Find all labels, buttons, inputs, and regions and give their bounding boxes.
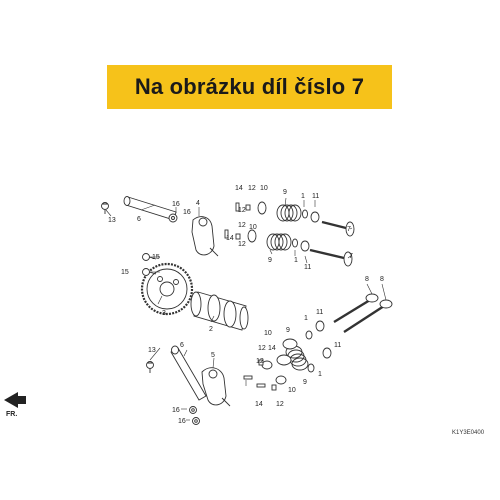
callout-12-lower-a: 12 bbox=[258, 345, 266, 352]
leader-lines bbox=[105, 197, 387, 421]
seal-11-upper bbox=[300, 211, 320, 252]
valve-8-a bbox=[333, 293, 379, 324]
callout-16-upper-b: 16 bbox=[183, 209, 191, 216]
callout-7-b: 7 bbox=[349, 253, 353, 260]
callout-1-lower-a: 1 bbox=[304, 315, 308, 322]
callout-7-a: 7 bbox=[347, 226, 351, 233]
callout-9-lower-b: 9 bbox=[303, 379, 307, 386]
callout-4: 4 bbox=[196, 200, 200, 207]
part-number-banner: Na obrázku díl číslo 7 bbox=[107, 65, 392, 109]
front-arrow-icon bbox=[4, 392, 26, 408]
diagram-code: K1Y3E0400 bbox=[452, 430, 485, 436]
bolt-15-b bbox=[142, 268, 157, 276]
retainer-10-lower bbox=[261, 360, 287, 385]
nut-16-lower-a bbox=[189, 406, 197, 414]
rocker-arm-4 bbox=[191, 216, 219, 257]
callout-11-upper-b: 11 bbox=[304, 264, 311, 271]
callout-16-upper-a: 16 bbox=[172, 201, 180, 208]
callout-2: 2 bbox=[209, 326, 213, 333]
valve-8-b bbox=[343, 299, 393, 334]
callout-12-upper-b: 12 bbox=[238, 207, 246, 214]
callout-14-upper-b: 14 bbox=[226, 235, 234, 242]
callout-labels: 13 6 16 16 4 15 15 3 2 13 6 5 16 16 14 1… bbox=[108, 185, 384, 425]
callout-9-upper-a: 9 bbox=[283, 189, 287, 196]
callout-8-a: 8 bbox=[365, 276, 369, 283]
callout-14-upper-a: 14 bbox=[235, 185, 243, 192]
callout-1-upper-a: 1 bbox=[301, 193, 305, 200]
bolt-15-a bbox=[142, 253, 157, 261]
valve-spring-upper-b bbox=[266, 233, 292, 251]
adjuster-14-upper bbox=[224, 202, 240, 239]
callout-11-lower-a: 11 bbox=[316, 309, 323, 316]
callout-14-lower-a: 14 bbox=[268, 345, 276, 352]
callout-3: 3 bbox=[162, 310, 166, 317]
front-direction-label: FR. bbox=[6, 411, 17, 418]
callout-11-upper-a: 11 bbox=[312, 193, 319, 200]
callout-8-b: 8 bbox=[380, 276, 384, 283]
callout-1-upper-b: 1 bbox=[294, 257, 298, 264]
cotter-12-upper bbox=[235, 204, 251, 240]
banner-title: Na obrázku díl číslo 7 bbox=[134, 74, 365, 99]
adjuster-14-lower bbox=[243, 375, 266, 388]
rocker-shaft-lower bbox=[170, 345, 207, 401]
callout-15-a: 15 bbox=[152, 254, 160, 261]
nut-16-lower-b bbox=[192, 417, 200, 425]
seat-1-upper bbox=[292, 209, 308, 248]
seal-11-lower bbox=[315, 320, 332, 359]
callout-12-upper-d: 12 bbox=[238, 241, 246, 248]
cam-sprocket-3 bbox=[140, 262, 194, 316]
callout-16-lower-a: 16 bbox=[172, 407, 180, 414]
callout-12-lower-c: 12 bbox=[276, 401, 284, 408]
nut-16-upper bbox=[168, 213, 178, 223]
rocker-shaft-upper bbox=[123, 196, 177, 221]
callout-1-lower-b: 1 bbox=[318, 371, 322, 378]
callout-16-lower-b: 16 bbox=[178, 418, 186, 425]
cotter-12-lower bbox=[258, 359, 277, 391]
callout-11-lower-b: 11 bbox=[334, 342, 341, 349]
valve-spring-upper-a bbox=[276, 204, 302, 222]
callout-15-b: 15 bbox=[121, 269, 129, 276]
callout-5: 5 bbox=[211, 352, 215, 359]
seat-1-lower bbox=[305, 330, 315, 373]
rocker-arm-5 bbox=[201, 367, 231, 407]
bolt-13-upper bbox=[101, 202, 109, 214]
camshaft-2 bbox=[190, 291, 249, 331]
valve-spring-lower-b bbox=[276, 338, 298, 366]
callout-10-upper-b: 10 bbox=[249, 224, 257, 231]
callout-12-lower-b: 12 bbox=[256, 358, 264, 365]
callout-9-upper-b: 9 bbox=[268, 257, 272, 264]
valve-7-b bbox=[309, 248, 353, 267]
callout-9-lower-a: 9 bbox=[286, 327, 290, 334]
callout-10-lower-a: 10 bbox=[264, 330, 272, 337]
callout-13-upper: 13 bbox=[108, 217, 116, 224]
bolt-13-lower bbox=[146, 361, 154, 373]
retainer-10-upper bbox=[247, 201, 267, 243]
callout-6-upper: 6 bbox=[137, 216, 141, 223]
callout-10-lower-b: 10 bbox=[288, 387, 296, 394]
callout-12-upper-a: 12 bbox=[248, 185, 256, 192]
callout-14-lower-b: 14 bbox=[255, 401, 263, 408]
callout-10-upper-a: 10 bbox=[260, 185, 268, 192]
callout-12-upper-c: 12 bbox=[238, 222, 246, 229]
callout-6-lower: 6 bbox=[180, 342, 184, 349]
callout-13-lower: 13 bbox=[148, 347, 156, 354]
valve-7-a bbox=[321, 220, 355, 237]
